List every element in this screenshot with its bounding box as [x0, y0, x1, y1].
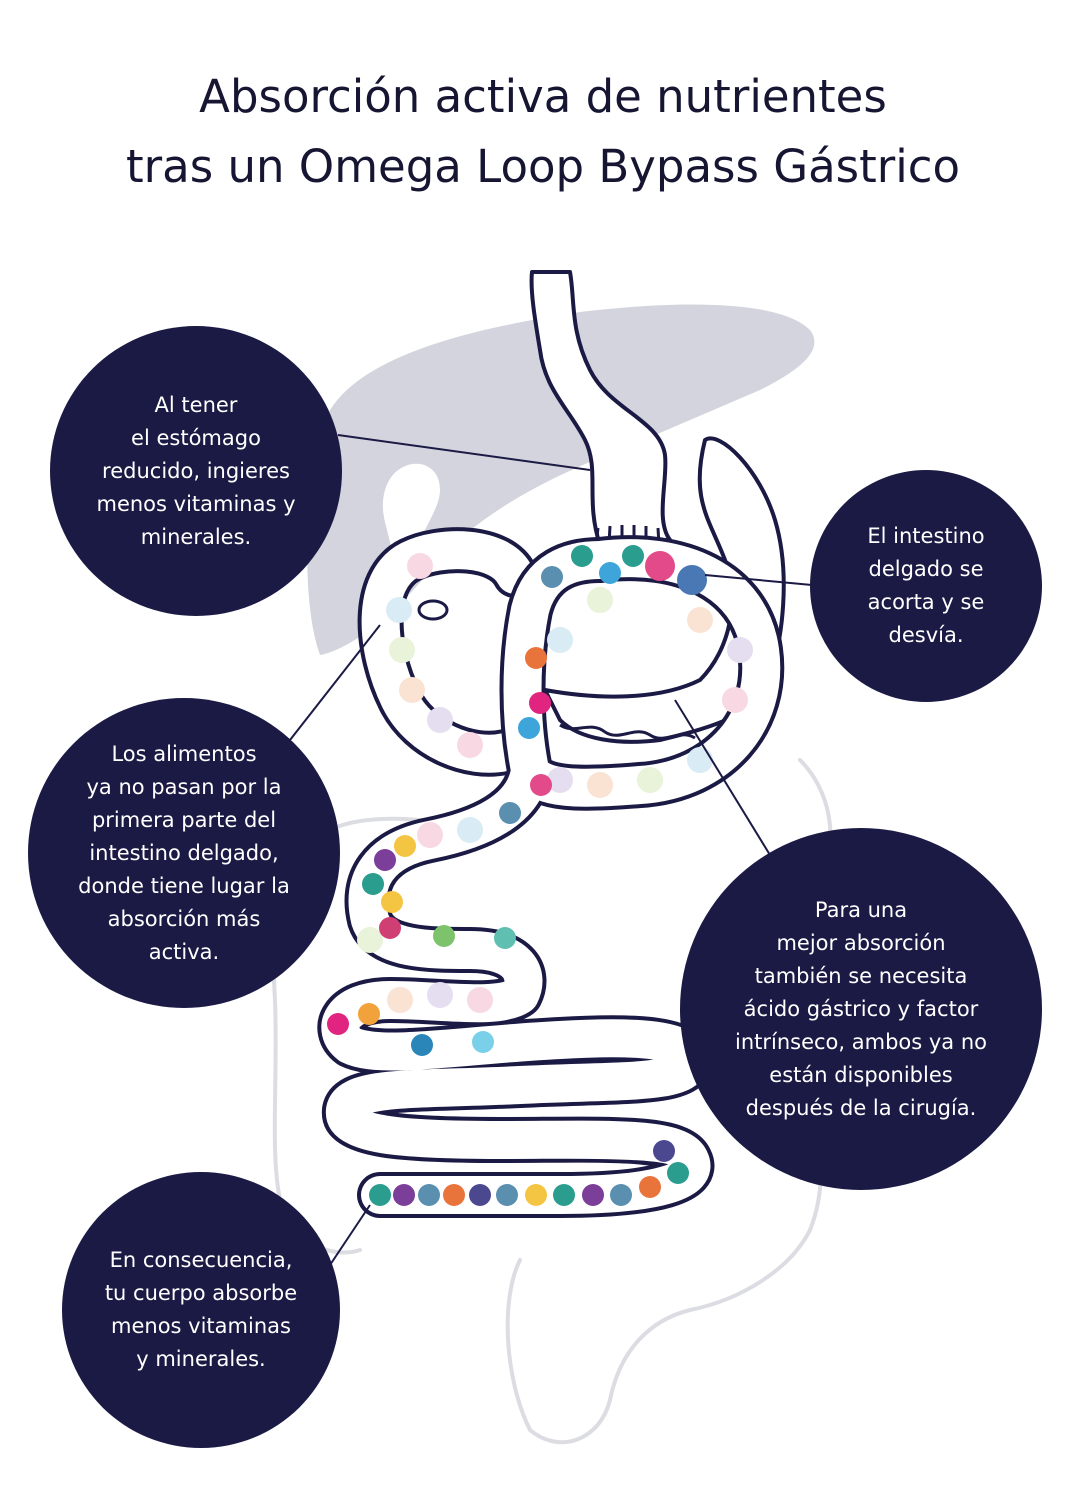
- nutrient-dot: [582, 1184, 604, 1206]
- nutrient-dot: [525, 1184, 547, 1206]
- title-line-1: Absorción activa de nutrientes: [199, 70, 887, 123]
- faint-nutrient-dot: [687, 607, 713, 633]
- nutrient-dot: [653, 1140, 675, 1162]
- faint-nutrient-dot: [587, 772, 613, 798]
- liver-shape: [307, 304, 815, 655]
- nutrient-dot: [639, 1176, 661, 1198]
- faint-nutrient-dot: [587, 587, 613, 613]
- callout-stomach: Al tener el estómago reducido, ingieres …: [50, 326, 342, 616]
- callout-intestine-short: El intestino delgado se acorta y se desv…: [810, 470, 1042, 702]
- colon-outline: [271, 758, 833, 1445]
- nutrient-dot: [622, 545, 644, 567]
- title-line-2: tras un Omega Loop Bypass Gástrico: [125, 140, 961, 193]
- faint-nutrient-dot: [357, 927, 383, 953]
- callout-first-part: Los alimentos ya no pasan por la primera…: [28, 698, 340, 1008]
- faint-nutrient-dot: [387, 987, 413, 1013]
- faint-nutrient-dot: [457, 732, 483, 758]
- nutrient-dots: [327, 545, 753, 1206]
- nutrient-dot: [553, 1184, 575, 1206]
- nutrient-dot: [393, 1184, 415, 1206]
- faint-nutrient-dot: [399, 677, 425, 703]
- callout-acid-factor: Para una mejor absorción también se nece…: [680, 828, 1042, 1190]
- nutrient-dot: [529, 692, 551, 714]
- nutrient-dot: [571, 545, 593, 567]
- nutrient-dot: [379, 917, 401, 939]
- faint-nutrient-dot: [427, 982, 453, 1008]
- faint-nutrient-dot: [417, 822, 443, 848]
- callout-acid-factor-text: Para una mejor absorción también se nece…: [734, 897, 987, 1120]
- nutrient-dot: [327, 1013, 349, 1035]
- faint-nutrient-dot: [722, 687, 748, 713]
- leader-lines: [289, 434, 813, 1266]
- callout-stomach-text: Al tener el estómago reducido, ingieres …: [96, 392, 296, 549]
- nutrient-dot: [667, 1162, 689, 1184]
- biliary-limb-inner: [361, 531, 534, 773]
- faint-nutrient-dot: [547, 627, 573, 653]
- faint-nutrient-dot: [687, 747, 713, 773]
- faint-nutrient-dot: [727, 637, 753, 663]
- faint-nutrient-dot: [547, 767, 573, 793]
- nutrient-dot: [610, 1184, 632, 1206]
- nutrient-dot: [381, 891, 403, 913]
- nutrient-dot: [369, 1184, 391, 1206]
- faint-nutrient-dot: [637, 767, 663, 793]
- faint-nutrient-dot: [386, 597, 412, 623]
- nutrient-dot: [472, 1031, 494, 1053]
- callout-consequence-text: En consecuencia, tu cuerpo absorbe menos…: [104, 1248, 298, 1371]
- faint-nutrient-dot: [467, 987, 493, 1013]
- nutrient-dot: [525, 647, 547, 669]
- nutrient-dot: [518, 717, 540, 739]
- callout-consequence: En consecuencia, tu cuerpo absorbe menos…: [62, 1172, 340, 1448]
- nutrient-dot: [645, 551, 675, 581]
- nutrient-dot: [677, 565, 707, 595]
- pancreas-duct: [417, 599, 449, 621]
- nutrient-dot: [418, 1184, 440, 1206]
- nutrient-dot: [358, 1003, 380, 1025]
- nutrient-dot: [443, 1184, 465, 1206]
- page-title: Absorción activa de nutrientes tras un O…: [0, 62, 1086, 202]
- faint-nutrient-dot: [427, 707, 453, 733]
- faint-nutrient-dot: [389, 637, 415, 663]
- nutrient-dot: [469, 1184, 491, 1206]
- nutrient-dot: [599, 562, 621, 584]
- nutrient-dot: [541, 566, 563, 588]
- nutrient-dot: [530, 774, 552, 796]
- callout-first-part-text: Los alimentos ya no pasan por la primera…: [78, 741, 290, 964]
- callout-intestine-short-text: El intestino delgado se acorta y se desv…: [867, 524, 985, 647]
- nutrient-dot: [496, 1184, 518, 1206]
- nutrient-dot: [433, 925, 455, 947]
- nutrient-dot: [374, 849, 396, 871]
- stomach-rugae: [559, 723, 696, 740]
- faint-nutrient-dot: [457, 817, 483, 843]
- nutrient-dot: [494, 927, 516, 949]
- faint-nutrient-dot: [407, 553, 433, 579]
- nutrient-dot: [394, 835, 416, 857]
- nutrient-dot: [499, 802, 521, 824]
- nutrient-dot: [362, 873, 384, 895]
- nutrient-dot: [411, 1034, 433, 1056]
